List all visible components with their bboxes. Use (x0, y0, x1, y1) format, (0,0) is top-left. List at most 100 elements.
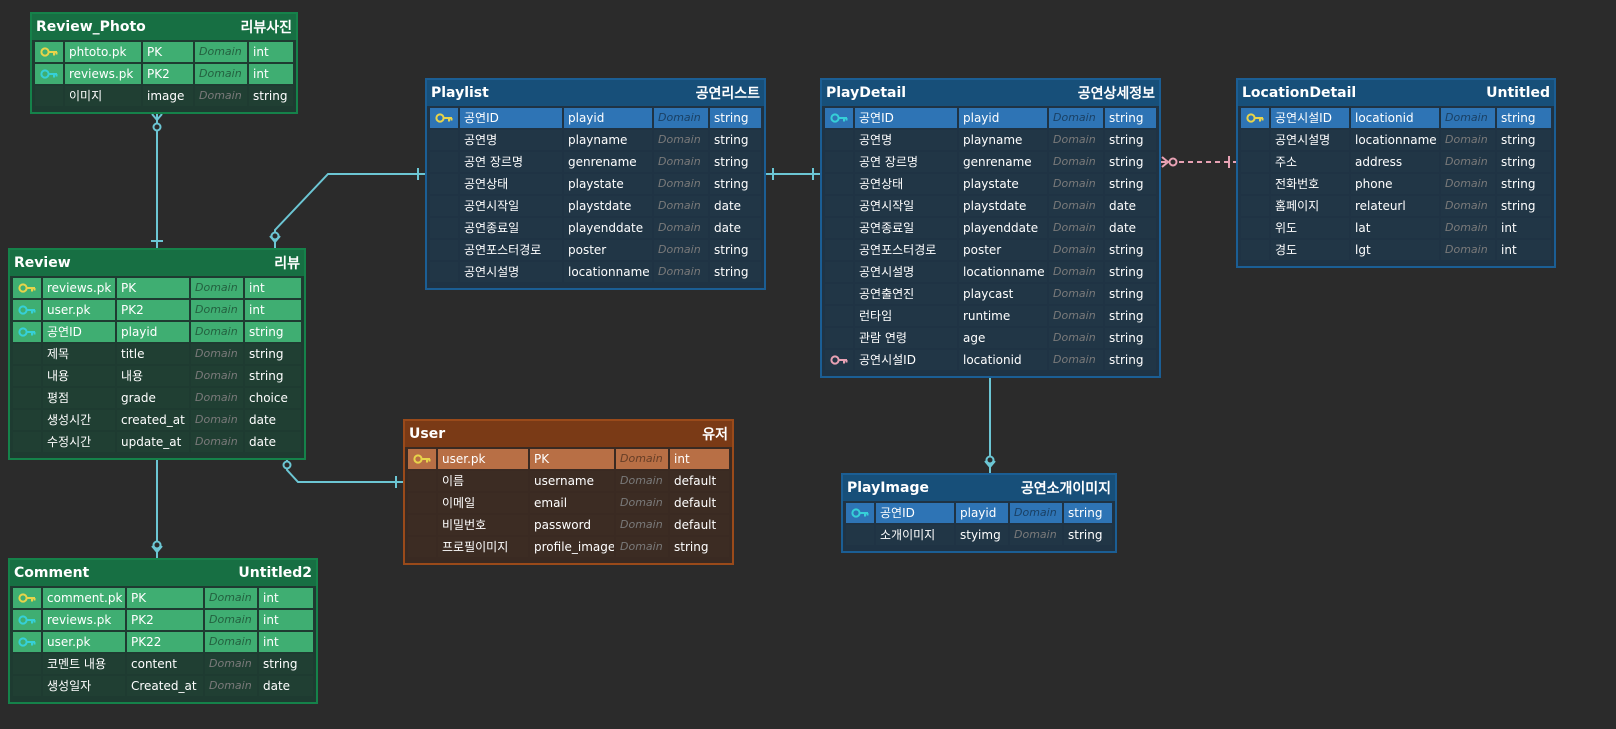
attribute-domain: Domain (654, 218, 708, 238)
entity-name: User (409, 426, 446, 442)
key-slot (825, 328, 853, 348)
key-slot (825, 130, 853, 150)
attribute-logical-name: 공연ID (460, 108, 562, 128)
attribute-physical-name: relateurl (1351, 196, 1439, 216)
attribute-domain: Domain (1010, 525, 1062, 545)
attribute-type: int (259, 632, 313, 652)
attribute-domain: Domain (616, 537, 668, 557)
attribute-physical-name: playcast (959, 284, 1047, 304)
relationship-line (274, 173, 425, 248)
attribute-logical-name: comment.pk (43, 588, 125, 608)
cardinality-many-mark (1161, 156, 1170, 168)
primary-key-icon (35, 42, 63, 62)
key-icon (13, 300, 41, 320)
attribute-type: string (245, 366, 301, 386)
attribute-logical-name: 공연시설ID (1271, 108, 1349, 128)
attribute-logical-name: 프로필이미지 (438, 537, 528, 557)
attribute-domain: Domain (1441, 152, 1495, 172)
attribute-type: string (1105, 240, 1156, 260)
attribute-type: string (259, 654, 313, 674)
key-slot (13, 654, 41, 674)
attribute-physical-name: grade (117, 388, 189, 408)
cardinality-zero-mark (152, 122, 162, 132)
key-slot (825, 284, 853, 304)
attribute-logical-name: 이메일 (438, 493, 528, 513)
attribute-logical-name: user.pk (43, 300, 115, 320)
attribute-type: string (1105, 284, 1156, 304)
key-slot (408, 515, 436, 535)
attribute-type: string (1064, 503, 1112, 523)
attribute-type: int (1497, 240, 1551, 260)
primary-key-icon (408, 449, 436, 469)
attribute-physical-name: playid (959, 108, 1047, 128)
